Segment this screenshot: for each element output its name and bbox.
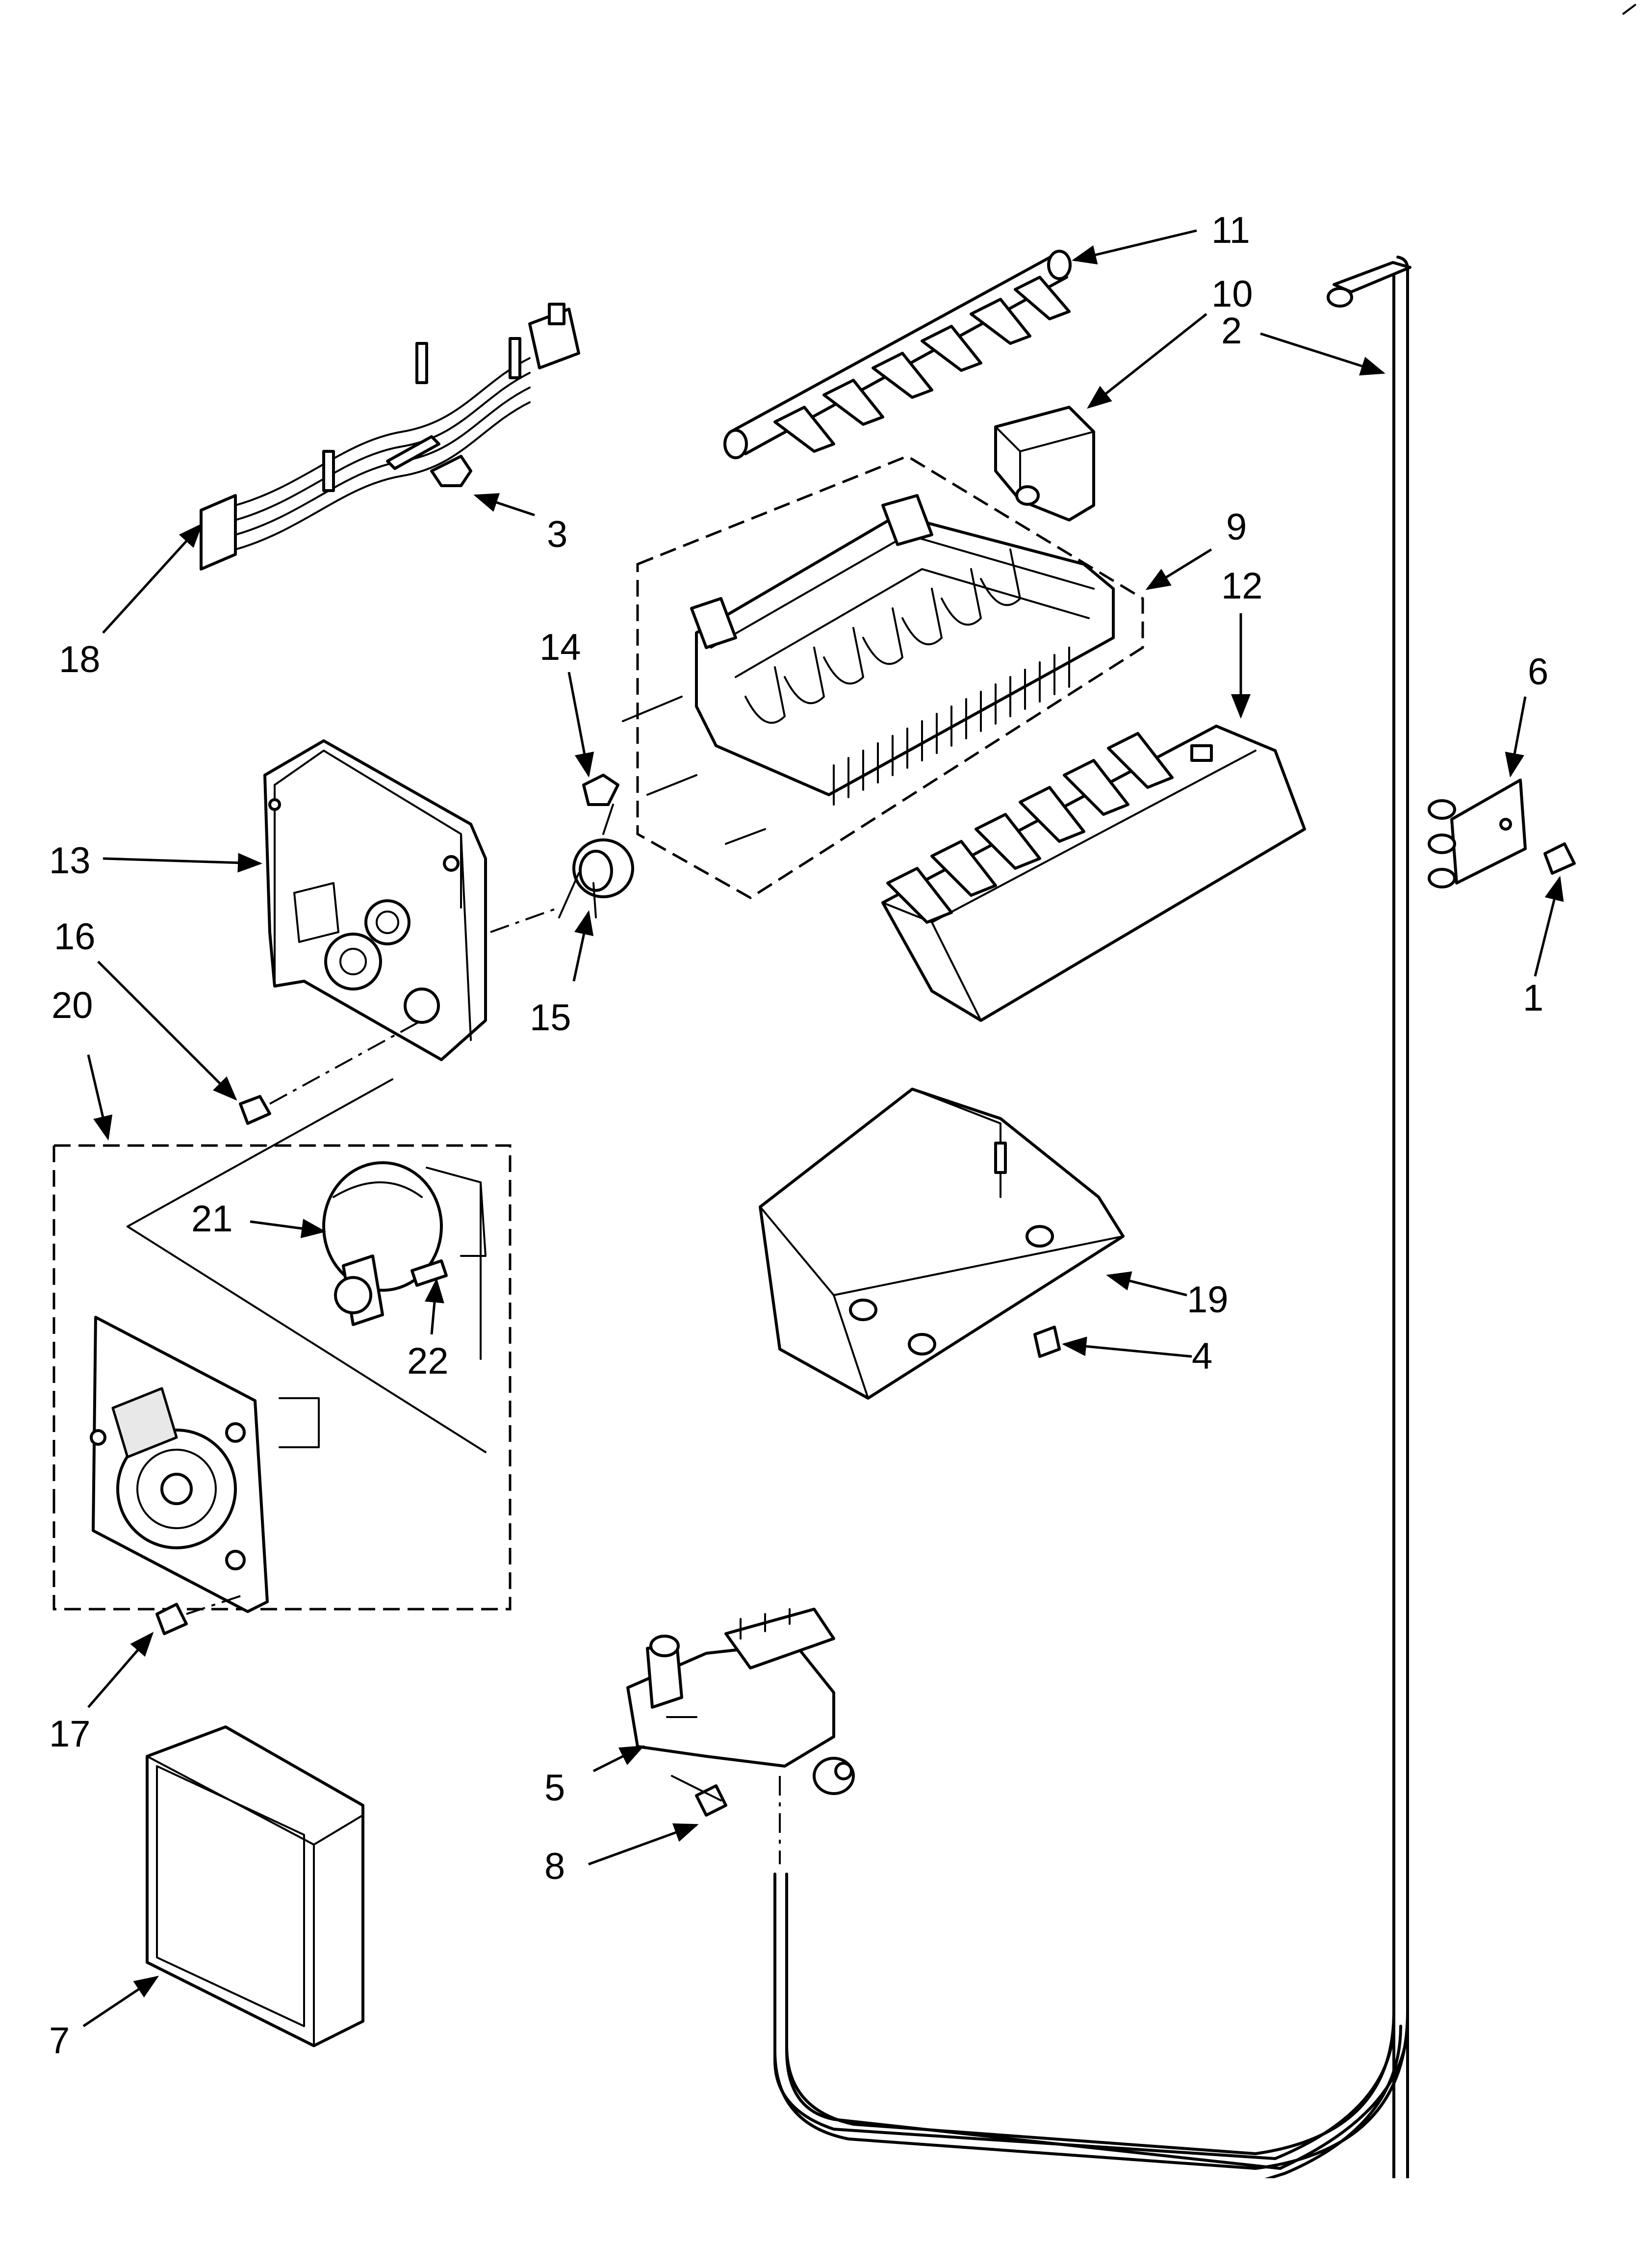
wire-clip <box>430 455 472 487</box>
callout-18: 18 <box>59 639 101 680</box>
callout-20: 20 <box>51 985 93 1026</box>
tube-bracket <box>1428 779 1527 888</box>
valve-screw <box>695 1784 727 1817</box>
leader-lines <box>82 229 1564 2028</box>
control-module-housing <box>263 739 487 1061</box>
bearing <box>994 406 1095 521</box>
callout-4: 4 <box>1192 1335 1212 1377</box>
motor-screw <box>410 1259 448 1287</box>
ice-mold <box>622 455 1144 899</box>
module-plate <box>90 1316 320 1613</box>
thermostat <box>558 804 634 918</box>
callout-14: 14 <box>539 626 581 668</box>
callout-2: 2 <box>1221 310 1242 352</box>
drive-motor <box>322 1161 487 1360</box>
screw-16 <box>239 1095 271 1125</box>
ejector-shaft <box>723 250 1072 459</box>
callout-22: 22 <box>407 1340 449 1382</box>
callout-9: 9 <box>1226 506 1247 548</box>
thermostat-clip <box>582 774 619 806</box>
callout-7: 7 <box>49 2020 70 2061</box>
callout-19: 19 <box>1187 1279 1229 1321</box>
callout-10: 10 <box>1211 273 1253 315</box>
screw-17 <box>155 1603 188 1635</box>
callout-16: 16 <box>54 916 96 958</box>
callout-8: 8 <box>544 1846 565 1887</box>
callout-6: 6 <box>1528 651 1548 693</box>
callout-12: 12 <box>1221 565 1263 607</box>
callout-15: 15 <box>530 997 571 1039</box>
callout-3: 3 <box>547 514 567 555</box>
corner-mark <box>1622 4 1636 15</box>
insulation-block <box>146 1725 364 2047</box>
callout-13: 13 <box>49 840 91 882</box>
callout-11: 11 <box>1211 209 1250 251</box>
water-valve <box>626 1608 855 1795</box>
callout-labels: 11 10 2 3 9 12 18 14 6 13 16 20 15 1 21 … <box>49 209 1548 2061</box>
module-assembly-box <box>52 1144 512 1611</box>
callout-5: 5 <box>544 1767 565 1809</box>
callout-17: 17 <box>49 1713 91 1755</box>
tray-screw <box>1033 1326 1061 1358</box>
fill-cup-tray <box>759 1088 1125 1400</box>
callout-21: 21 <box>191 1198 233 1240</box>
stripper <box>881 725 1306 1022</box>
callout-1: 1 <box>1523 977 1543 1019</box>
wire-harness <box>200 303 580 571</box>
bracket-screw <box>1543 842 1576 875</box>
